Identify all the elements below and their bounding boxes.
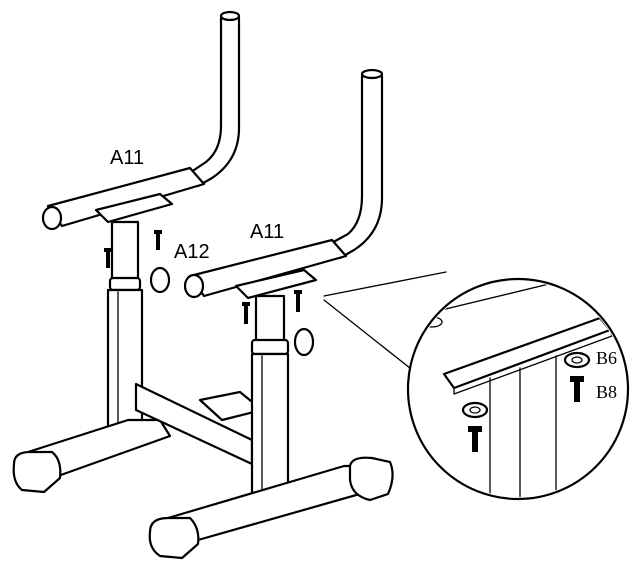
left-foot-cap [12, 450, 62, 494]
left-upright-tube [183, 16, 241, 188]
right-foot-cap [148, 516, 200, 560]
label-a11-rear: A11 [250, 221, 284, 243]
left-collar [108, 276, 142, 292]
screw-left-a [104, 248, 112, 268]
detail-circle-outline [406, 277, 630, 501]
screw-right-b [294, 290, 302, 312]
right-collar [250, 338, 290, 356]
right-tube-cap [360, 68, 384, 80]
callout-line-bottom [323, 299, 421, 377]
left-knob [149, 266, 171, 294]
right-inner-column [254, 294, 286, 346]
callout-connector [323, 271, 447, 377]
right-frame [148, 68, 394, 560]
cross-bar [134, 382, 264, 466]
label-b8: B8 [596, 382, 617, 402]
right-outer-column [250, 352, 290, 504]
right-upright-tube [324, 74, 384, 260]
washer-b6-left [461, 401, 489, 419]
screw-right-a [242, 302, 250, 324]
left-top-plate [94, 192, 174, 224]
right-foot-rear-cap [348, 456, 394, 502]
callout-line-top [323, 271, 447, 297]
screw-b8-left [468, 426, 482, 452]
screw-b8-right [570, 376, 584, 402]
detail-circle [406, 277, 630, 501]
washer-b6-right [563, 351, 591, 369]
screw-left-b [154, 230, 162, 250]
label-a12: A12 [174, 241, 210, 263]
right-knob [293, 327, 315, 357]
left-inner-column [110, 220, 140, 286]
left-tube-cap [219, 10, 241, 22]
right-bar-end-cap [183, 273, 205, 299]
label-b6: B6 [596, 348, 617, 368]
left-bar-end-cap [41, 205, 63, 231]
label-a11-front: A11 [110, 147, 144, 169]
right-top-plate [234, 268, 318, 300]
